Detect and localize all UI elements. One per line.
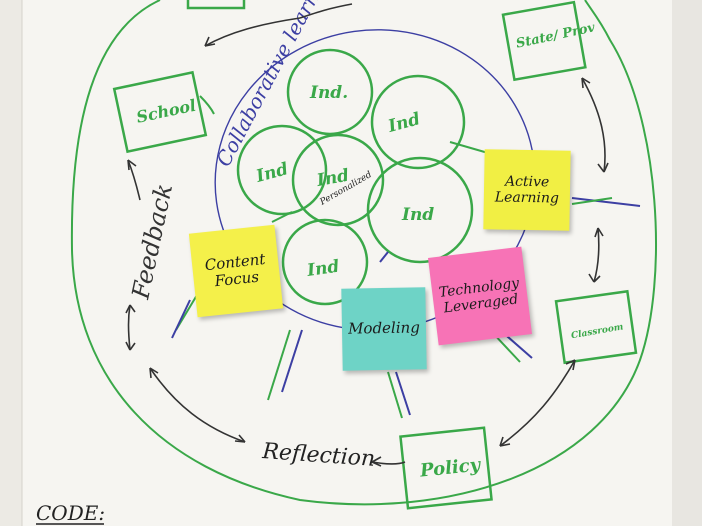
classroom-box — [554, 289, 638, 365]
ind-circle-3 — [236, 124, 328, 216]
code-label: CODE: — [36, 501, 105, 525]
outer-green-loop — [70, 0, 657, 506]
modeling-text: Modeling — [347, 318, 421, 338]
ind-label-5: Ind — [401, 205, 434, 225]
school-box — [112, 70, 208, 154]
ind-circle-4 — [291, 133, 385, 227]
ind-label-1: Ind. — [309, 83, 348, 103]
sticky-note-technology: Technology Leveraged — [427, 246, 533, 346]
sticky-note-modeling: Modeling — [341, 287, 427, 371]
ind-circle-5 — [366, 156, 474, 264]
individual-circles — [236, 48, 474, 306]
chart-paper — [0, 0, 672, 526]
active-learning-text: Active Learning — [494, 173, 560, 207]
ind-circle-6 — [281, 218, 369, 306]
sticky-note-content-focus: Content Focus — [188, 224, 284, 318]
ind-circle-2 — [370, 74, 466, 170]
technology-text: Technology Leveraged — [438, 275, 521, 317]
policy-box — [399, 426, 493, 510]
top-partial-box — [186, 0, 246, 10]
state-box — [501, 0, 587, 82]
ind-label-6: Ind — [305, 257, 341, 281]
feedback-arrows — [125, 3, 609, 467]
ind-circle-1 — [286, 48, 374, 136]
content-focus-text: Content Focus — [203, 249, 267, 291]
sticky-note-active-learning: Active Learning — [483, 149, 571, 231]
